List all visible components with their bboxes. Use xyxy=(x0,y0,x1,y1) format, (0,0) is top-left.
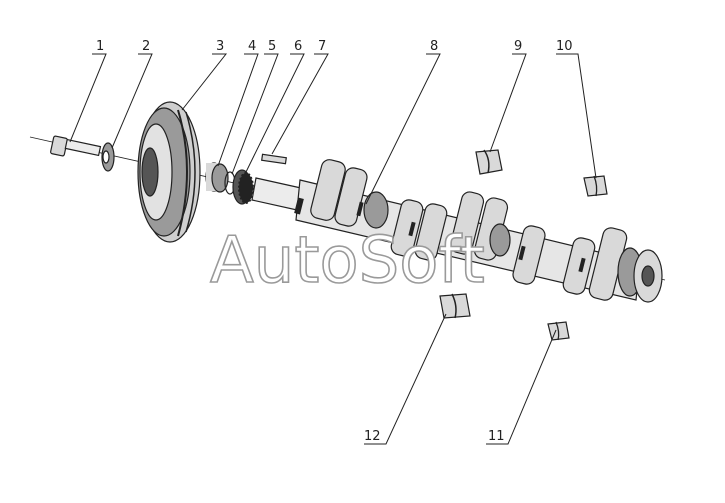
callout-9: 9 xyxy=(514,39,522,54)
part-10-bearing-shell xyxy=(583,175,608,197)
leader-lines xyxy=(69,53,597,445)
part-8-crankshaft xyxy=(251,159,663,303)
callout-12: 12 xyxy=(364,429,381,444)
part-1-bolt xyxy=(50,135,102,157)
callout-5: 5 xyxy=(268,39,276,54)
callout-2: 2 xyxy=(142,39,150,54)
callout-1: 1 xyxy=(96,39,104,54)
callout-6: 6 xyxy=(294,39,302,54)
part-3-damper-pulley xyxy=(137,101,201,243)
callout-3: 3 xyxy=(216,39,224,54)
part-9-bearing-shell xyxy=(475,149,503,175)
part-4-spacer xyxy=(205,162,229,193)
callout-11: 11 xyxy=(488,429,505,444)
part-11-thrust-washer xyxy=(547,321,570,341)
watermark-text: AutoSoft xyxy=(210,224,485,298)
part-6-gear xyxy=(232,169,254,205)
callout-10: 10 xyxy=(556,39,573,54)
callout-4: 4 xyxy=(248,39,256,54)
part-7-key xyxy=(261,153,287,165)
part-2-washer xyxy=(101,142,115,172)
callout-8: 8 xyxy=(430,39,438,54)
part-12-bearing-shell xyxy=(439,293,471,319)
callout-7: 7 xyxy=(318,39,326,54)
